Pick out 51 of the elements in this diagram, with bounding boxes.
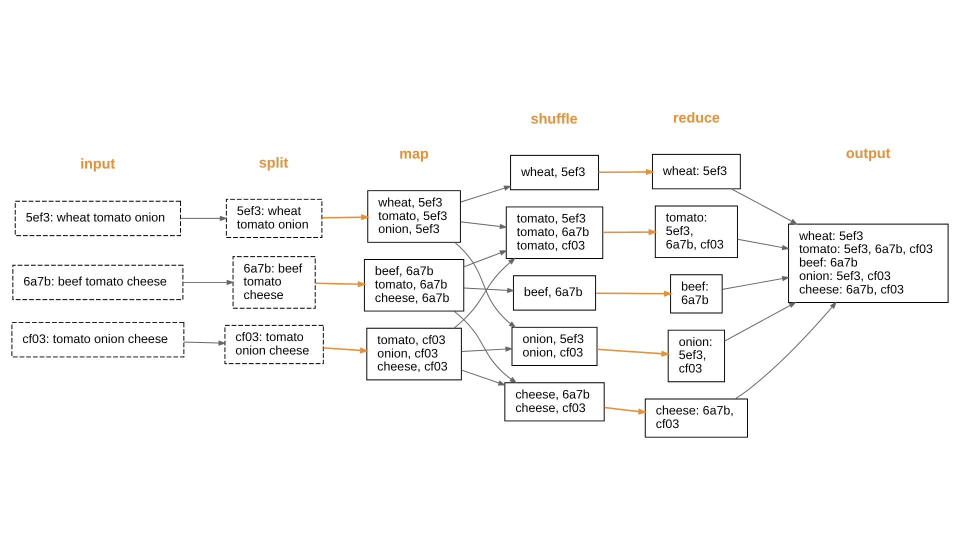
node-box: 5ef3: wheat tomato onion (14, 200, 181, 236)
arrow (322, 214, 370, 220)
node-box: beef, 6a7b tomato, 6a7b cheese, 6a7b (364, 259, 464, 312)
arrow (323, 347, 369, 354)
node-box: cf03: tomato onion cheese (224, 324, 324, 364)
arrow (183, 340, 226, 346)
node-box: beef: 6a7b (670, 274, 723, 314)
arrow (734, 301, 837, 400)
node-box: wheat: 5ef3 (652, 154, 741, 190)
node-box: onion: 5ef3, cf03 (668, 330, 726, 382)
label: reduce (672, 110, 720, 126)
arrow (463, 288, 515, 294)
node-box: wheat: 5ef3 tomato: 5ef3, 6a7b, cf03 beef: 6a7b onion: 5ef3, cf03 cheese: 6a7b, cf03 (788, 224, 949, 303)
node-box: cheese, 6a7b cheese, cf03 (504, 382, 605, 422)
node-box: beef, 6a7b (512, 275, 596, 311)
node-box: cf03: tomato onion cheese (11, 322, 184, 358)
arrow (460, 221, 508, 230)
arrow (461, 370, 506, 386)
arrow (604, 406, 648, 415)
arrow (737, 238, 790, 250)
node-box: 6a7b: beef tomato cheese (232, 256, 316, 309)
node-box: 6a7b: beef tomato cheese (12, 264, 184, 300)
label: output (846, 146, 890, 162)
arrow (454, 310, 518, 384)
arrow (602, 229, 658, 236)
node-box: tomato, 5ef3 tomato, 6a7b tomato, cf03 (506, 206, 604, 260)
node-box: onion, 5ef3 onion, cf03 (512, 326, 598, 366)
arrow (454, 242, 516, 328)
arrow (598, 168, 655, 176)
label: map (399, 146, 429, 163)
arrow (722, 276, 790, 290)
node-box: cheese: 6a7b, cf03 (644, 398, 748, 438)
arrow (182, 280, 234, 286)
arrow (596, 290, 673, 297)
arrow (463, 250, 508, 268)
arrow (315, 281, 367, 288)
node-box: wheat, 5ef3 (510, 154, 599, 190)
arrow (461, 346, 514, 352)
arrow (180, 216, 228, 222)
arrow (460, 186, 512, 202)
label: split (258, 155, 288, 172)
arrow (724, 302, 797, 342)
arrow (730, 188, 798, 225)
label: shuffle (530, 111, 578, 128)
label: input (80, 156, 116, 172)
node-box: 5ef3: wheat tomato onion (226, 198, 322, 238)
arrow (597, 348, 670, 357)
node-box: wheat, 5ef3 tomato, 5ef3 onion, 5ef3 (367, 190, 461, 243)
node-box: tomato: 5ef3, 6a7b, cf03 (654, 206, 738, 258)
node-box: tomato, cf03 onion, cf03 cheese, cf03 (366, 328, 462, 380)
arrow (453, 258, 516, 329)
